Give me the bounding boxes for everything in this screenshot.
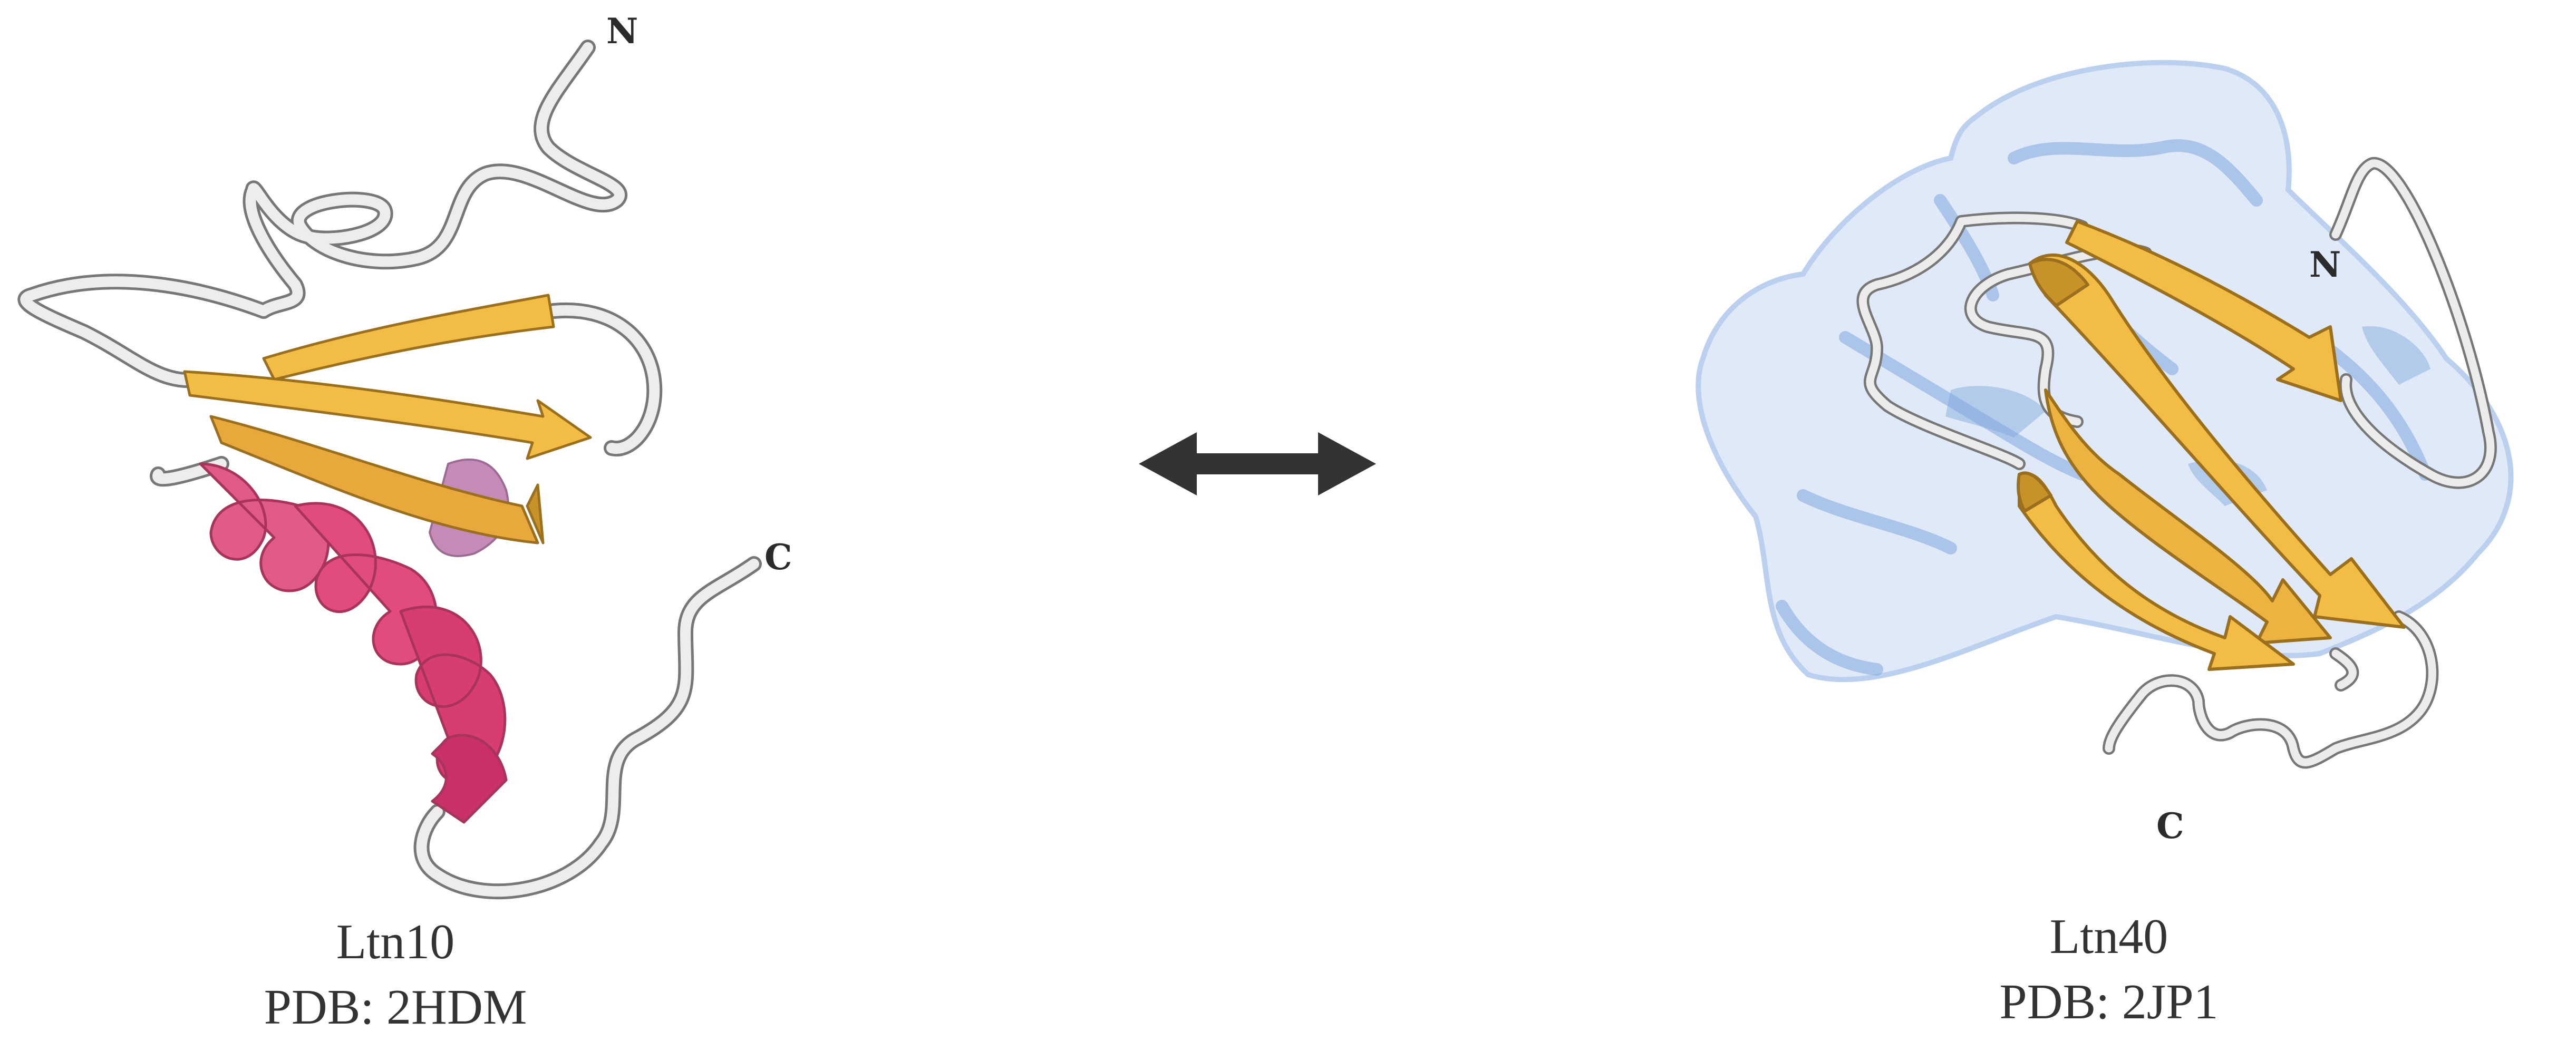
ltn40-n-terminus-label: N bbox=[2309, 244, 2341, 285]
double-headed-arrow-icon bbox=[1139, 432, 1376, 495]
ltn10-strand-1 bbox=[262, 294, 555, 381]
ltn40-name-label: Ltn40 bbox=[2049, 909, 2168, 964]
ltn40-strand-1 bbox=[2065, 220, 2342, 402]
ltn40-beta-sheet bbox=[2017, 220, 2406, 671]
ltn40-pdb-label: PDB: 2JP1 bbox=[1999, 975, 2219, 1029]
ltn10-n-terminus-label: N bbox=[606, 11, 638, 52]
ltn10-caption: Ltn10 PDB: 2HDM bbox=[185, 917, 606, 1032]
ltn40-strand-2 bbox=[2028, 253, 2406, 629]
ltn10-structure: N C bbox=[17, 11, 792, 900]
ltn10-alpha-helix bbox=[199, 462, 508, 824]
ltn10-beta-sheet bbox=[183, 294, 592, 544]
ltn10-c-terminus-label: C bbox=[764, 537, 792, 578]
ltn10-strand-3 bbox=[209, 415, 539, 544]
ltn40-caption: Ltn40 PDB: 2JP1 bbox=[1898, 912, 2320, 1027]
ltn10-pdb-label: PDB: 2HDM bbox=[264, 980, 527, 1035]
ltn40-structure: N C bbox=[1696, 60, 2514, 846]
ltn10-name-label: Ltn10 bbox=[336, 914, 455, 969]
ltn40-c-terminus-label: C bbox=[2156, 805, 2184, 846]
ltn10-strand-2 bbox=[183, 370, 592, 460]
